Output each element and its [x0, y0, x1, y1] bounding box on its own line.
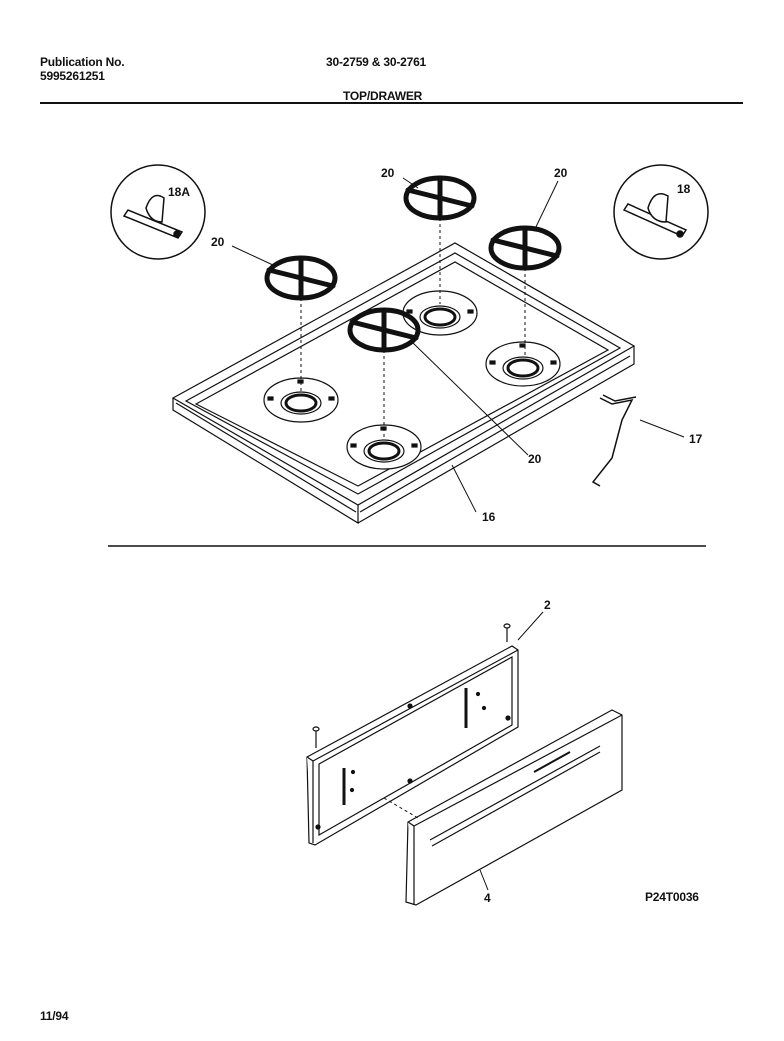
publication-number: 5995261251	[40, 69, 105, 83]
leader-lines-top	[231, 177, 685, 513]
callout-wire: 17	[689, 432, 703, 446]
callout-grate-front-left: 20	[211, 235, 225, 249]
alignment-lines	[300, 218, 526, 440]
wire-part	[591, 394, 637, 487]
revision-date: 11/94	[40, 1009, 69, 1023]
callout-grate-rear-right: 20	[554, 166, 568, 180]
detail-circle-left	[110, 164, 206, 260]
grate-rear-center	[403, 175, 477, 221]
part-code: P24T0036	[645, 890, 699, 904]
model-numbers: 30-2759 & 30-2761	[326, 55, 427, 69]
callout-drawer-front: 4	[484, 891, 491, 905]
burner-well-front-left	[263, 377, 339, 423]
leader-lines-drawer	[383, 611, 544, 891]
detail-circle-right	[613, 164, 709, 260]
cooktop-panel	[171, 242, 636, 525]
grate-rear-right	[488, 225, 562, 271]
section-title: TOP/DRAWER	[343, 89, 423, 103]
callout-screw: 2	[544, 598, 551, 612]
drawer-back-panel	[306, 645, 519, 846]
callout-detail-right: 18	[677, 182, 691, 196]
burner-well-rear-right	[485, 341, 561, 387]
publication-label: Publication No.	[40, 55, 125, 69]
screw-left	[312, 726, 320, 748]
drawer-front-panel	[405, 709, 623, 906]
burner-well-front-center	[346, 424, 422, 470]
screw-right	[503, 623, 511, 642]
callout-grate-rear-center: 20	[381, 166, 395, 180]
callout-cooktop: 16	[482, 510, 496, 524]
callout-detail-left: 18A	[168, 185, 190, 199]
callout-grate-front-center: 20	[528, 452, 542, 466]
grate-front-left	[264, 255, 338, 301]
